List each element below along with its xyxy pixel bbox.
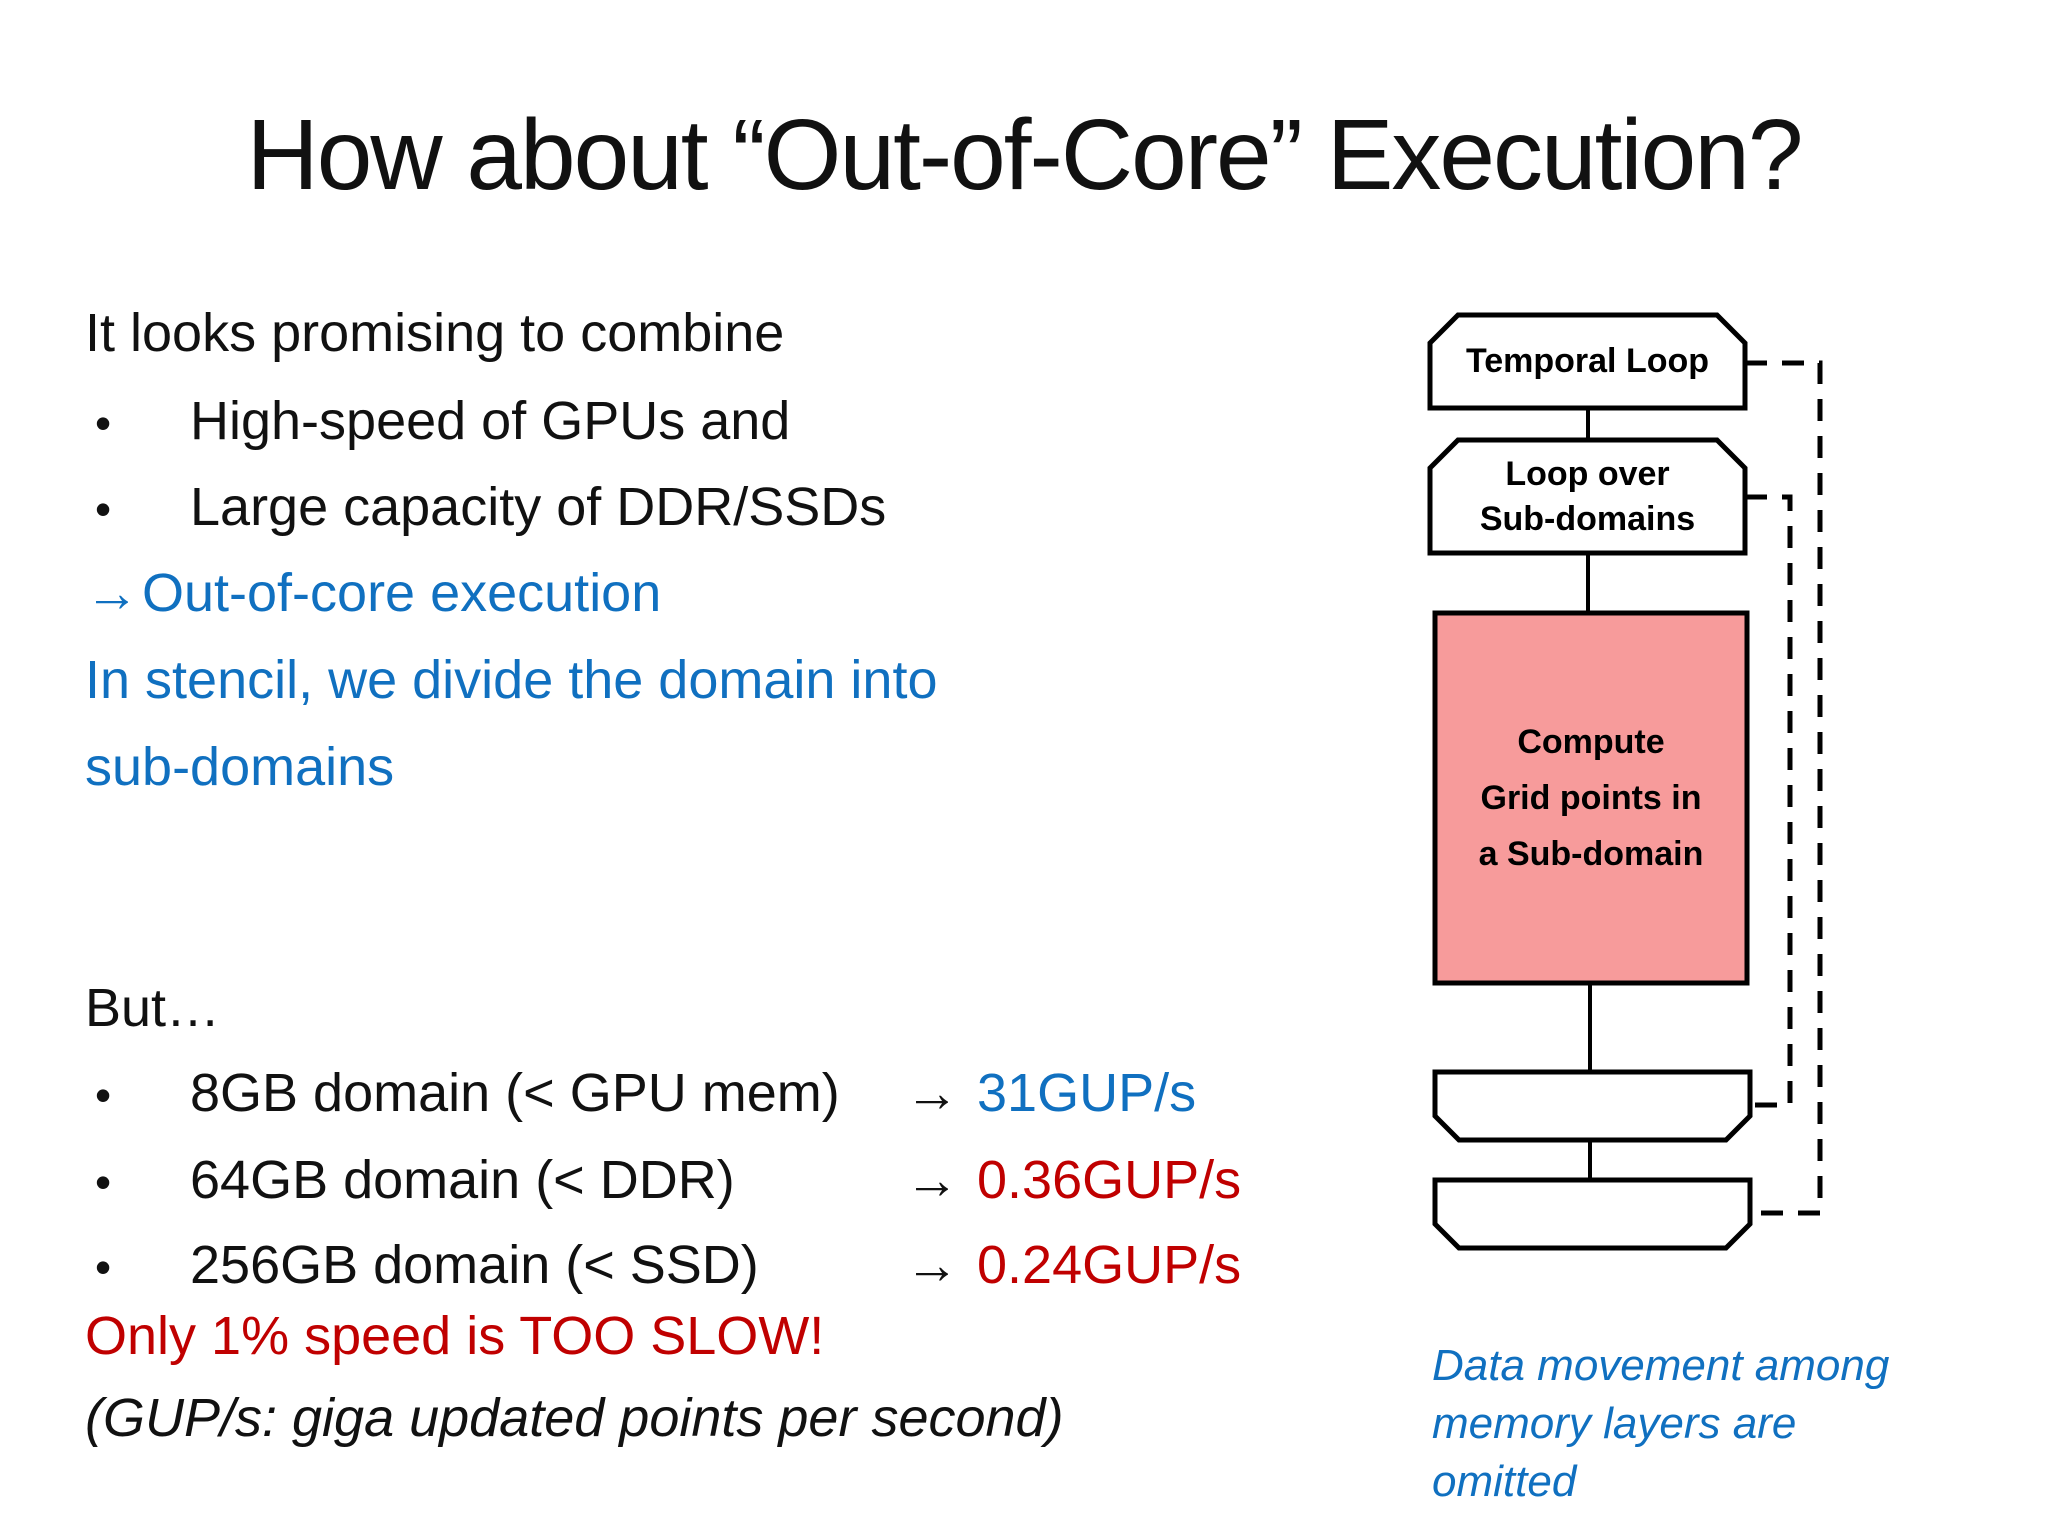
result-value: 0.24GUP/s [977,1235,1242,1295]
temporal-loop-text: Temporal Loop [1465,342,1710,380]
diagram-caption: Data movement among memory layers are om… [1432,1337,1932,1511]
result-value: 31GUP/s [977,1063,1197,1123]
arrow-icon: → [85,563,139,623]
loop-subdomains-text-1: Loop over [1505,454,1670,493]
loop-end-box-2 [1432,1177,1753,1251]
bullet-marker: • [95,1241,112,1293]
intro-bullet-2-text: Large capacity of DDR/SSDs [190,477,887,537]
feedback-dashed-outer [1745,360,1823,1216]
temporal-loop-box [1427,312,1748,411]
arrow-icon: → [905,1150,959,1210]
intro-bullet-1-text: High-speed of GPUs and [190,391,791,451]
temporal-loop-label: Temporal Loop [1430,315,1745,408]
result-label: 256GB domain (< SSD) [190,1235,759,1295]
intro-line-1: It looks promising to combine [85,303,785,363]
bullet-marker: • [95,1069,112,1121]
compute-box [1432,610,1750,986]
compute-text-2: Grid points in [1480,779,1702,817]
results-heading: But… [85,978,221,1038]
intro-line-2: In stencil, we divide the domain into [85,650,938,710]
bullet-marker: • [95,1156,112,1208]
intro-bullet-1: • High-speed of GPUs and [85,388,1415,456]
footnote-text: (GUP/s: giga updated points per second) [85,1388,1064,1448]
feedback-dashed-inner [1745,494,1793,1108]
intro-arrow-text: Out-of-core execution [142,563,662,623]
intro-line-3: sub-domains [85,737,395,797]
loop-subdomains-box [1427,437,1748,556]
intro-bullet-2: • Large capacity of DDR/SSDs [85,474,1415,542]
compute-text-3: a Sub-domain [1478,835,1704,873]
diagram-caption-line-1: Data movement among [1432,1341,1890,1390]
arrow-icon: → [905,1063,959,1123]
bullet-marker: • [95,397,112,449]
diagram-caption-line-2: memory layers are omitted [1432,1399,1797,1506]
result-row: • 8GB domain (< GPU mem) → 31GUP/s [85,1060,1415,1128]
result-label: 8GB domain (< GPU mem) [190,1063,840,1123]
bullet-marker: • [95,483,112,535]
intro-arrow-line: →Out-of-core execution [85,560,1415,626]
loop-subdomains-text-2: Sub-domains [1479,499,1696,538]
compute-box-label: Compute Grid points in a Sub-domain [1435,613,1747,983]
loop-end-box-1 [1432,1069,1753,1143]
loop-subdomains-label: Loop over Sub-domains [1430,440,1745,553]
flowchart-diagram [1427,312,1823,1251]
arrow-icon: → [905,1235,959,1295]
page-title: How about “Out-of-Core” Execution? [246,99,1804,211]
result-label: 64GB domain (< DDR) [190,1150,735,1210]
compute-text-1: Compute [1517,723,1665,761]
result-row: • 64GB domain (< DDR) → 0.36GUP/s [85,1147,1415,1215]
result-value: 0.36GUP/s [977,1150,1242,1210]
conclusion-text: Only 1% speed is TOO SLOW! [85,1306,825,1366]
result-row: • 256GB domain (< SSD) → 0.24GUP/s [85,1232,1415,1300]
